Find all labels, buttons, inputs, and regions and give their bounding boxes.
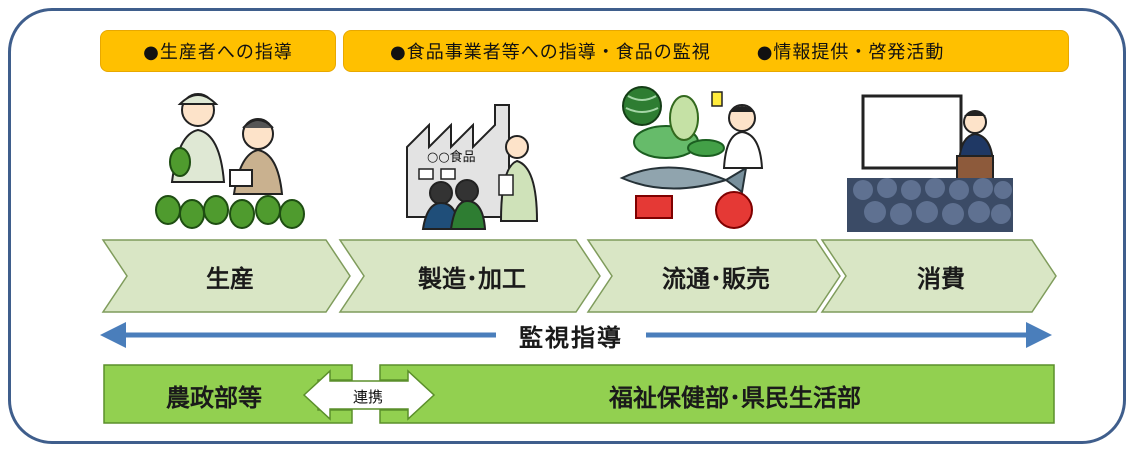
monitoring-arrow-left-head: [100, 322, 126, 348]
agriculture-dept-label: 農政部等: [166, 383, 262, 412]
farmers-illustration: [155, 93, 305, 229]
factory-illustration: ○○食品: [406, 104, 539, 230]
factory-sign: ○○食品: [427, 149, 476, 165]
agriculture-dept-bar: [103, 364, 353, 424]
business-guidance-label: ●食品事業者等への指導・食品の監視: [390, 42, 711, 63]
stage-distribution: 流通･販売: [662, 264, 770, 293]
producer-guidance-tag: ●生産者への指導: [100, 30, 336, 72]
chevron-consumption: [820, 239, 1057, 313]
chevron-distribution: [586, 239, 841, 313]
chevron-manufacturing: [338, 239, 601, 313]
health-dept-bar: [379, 364, 1055, 424]
monitoring-arrow-right-head: [1026, 322, 1052, 348]
health-dept-label: 福祉保健部･県民生活部: [609, 383, 861, 412]
producer-guidance-label: ●生産者への指導: [143, 42, 293, 63]
lecture-illustration: [847, 94, 1013, 232]
cooperation-arrow: [302, 369, 436, 421]
stage-production: 生産: [206, 264, 254, 293]
diagram-frame: [8, 8, 1126, 444]
chevron-production: [101, 239, 351, 313]
cooperation-label: 連携: [352, 387, 383, 406]
information-guidance-label: ●情報提供・啓発活動: [756, 42, 945, 63]
stage-manufacturing: 製造･加工: [418, 264, 526, 293]
monitoring-label: 監視指導: [496, 318, 646, 352]
business-guidance-tag: ●食品事業者等への指導・食品の監視 ●情報提供・啓発活動: [343, 30, 1069, 72]
food-illustration: [619, 86, 764, 229]
stage-consumption: 消費: [917, 264, 965, 293]
